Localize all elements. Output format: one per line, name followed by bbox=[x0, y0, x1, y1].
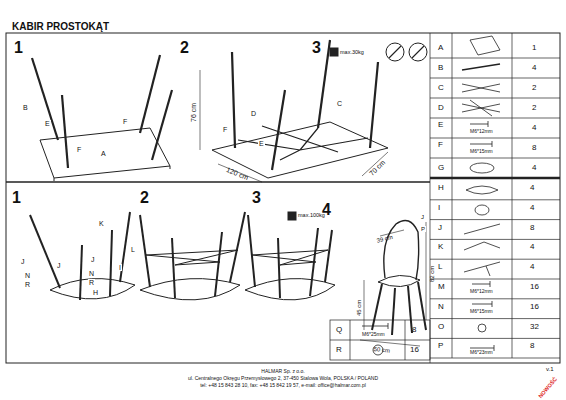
table-cell: B bbox=[438, 64, 443, 72]
step-number: 3 bbox=[312, 40, 321, 56]
dimension: 45 cm bbox=[356, 300, 362, 316]
table-cell: 4 bbox=[532, 64, 536, 72]
contact: tel: +48 15 843 28 10, fax: +48 15 842 1… bbox=[200, 383, 366, 388]
part-letter: J bbox=[90, 256, 96, 263]
part-letter: I bbox=[118, 264, 122, 271]
dimension: 39 cm bbox=[376, 234, 393, 244]
table-cell: 4 bbox=[532, 124, 536, 132]
part-letter: F bbox=[122, 118, 128, 125]
new-badge: NOWOŚĆ bbox=[538, 377, 559, 400]
dimension: 76 cm bbox=[190, 103, 197, 122]
table-cell: 4 bbox=[532, 164, 536, 172]
table-cell: 4 bbox=[530, 243, 534, 251]
table-cell: 16 bbox=[410, 346, 419, 354]
load-limit: max.30kg bbox=[340, 50, 364, 56]
company-name: HALMAR Sp. z o.o. bbox=[261, 369, 304, 374]
part-letter: C bbox=[336, 100, 343, 107]
table-cell: F bbox=[438, 141, 443, 149]
table-cell: M6*23mm bbox=[470, 350, 493, 355]
part-letter: R bbox=[24, 281, 31, 288]
table-cell: M6*15mm bbox=[470, 309, 493, 314]
dimension: 70 cm bbox=[368, 159, 386, 177]
table-cell: 4 bbox=[530, 263, 534, 271]
part-letter: P bbox=[420, 226, 426, 232]
part-letter: E bbox=[44, 120, 51, 127]
part-letter: F bbox=[76, 146, 82, 153]
part-letter: N bbox=[88, 270, 95, 277]
table-cell: P bbox=[438, 342, 443, 350]
table-cell: 2 bbox=[532, 104, 536, 112]
step-number: 2 bbox=[140, 190, 149, 206]
step-number: 1 bbox=[14, 40, 23, 56]
part-letter: A bbox=[100, 150, 107, 157]
address: ul. Centralnego Okręgu Przemysłowego 2, … bbox=[188, 376, 378, 381]
table-cell: 4 bbox=[530, 184, 534, 192]
table-cell: 8 bbox=[530, 342, 534, 350]
table-cell: H bbox=[438, 184, 444, 192]
part-letter: J bbox=[56, 262, 62, 269]
part-letter: L bbox=[130, 246, 136, 253]
table-cell: 16 bbox=[530, 303, 539, 311]
table-cell: A bbox=[438, 44, 443, 52]
table-cell: Q bbox=[336, 326, 342, 334]
part-letter: H bbox=[92, 289, 99, 296]
part-letter: R bbox=[88, 279, 95, 286]
table-cell: J bbox=[438, 224, 442, 232]
dimension: 82 cm bbox=[429, 266, 435, 282]
table-cell: 16 bbox=[530, 283, 539, 291]
table-cell: M6*12mm bbox=[470, 289, 493, 294]
table-cell: I bbox=[438, 204, 440, 212]
table-cell: M6*12mm bbox=[470, 129, 493, 134]
step-number: 1 bbox=[12, 190, 21, 206]
table-cell: D bbox=[438, 104, 444, 112]
part-letter: J bbox=[20, 258, 26, 265]
step-number: 2 bbox=[180, 40, 189, 56]
sheet-title: KABIR PROSTOKĄT bbox=[12, 22, 109, 32]
table-cell: 1 bbox=[532, 44, 536, 52]
part-letter: B bbox=[22, 104, 29, 111]
version: v.1 bbox=[546, 366, 554, 372]
dimension: 120 cm bbox=[225, 166, 249, 181]
table-cell: C bbox=[438, 84, 444, 92]
table-cell: M6*15mm bbox=[470, 149, 493, 154]
table-cell: 8 bbox=[412, 326, 416, 334]
table-cell: E bbox=[438, 121, 443, 129]
table-cell: N bbox=[438, 303, 444, 311]
part-letter: F bbox=[222, 126, 228, 133]
table-cell: 32 bbox=[530, 323, 539, 331]
table-cell: L bbox=[438, 263, 442, 271]
table-cell: M bbox=[438, 283, 445, 291]
table-cell: G bbox=[438, 164, 444, 172]
part-letter: E bbox=[258, 140, 265, 147]
step-number: 3 bbox=[252, 190, 261, 206]
part-letter: K bbox=[98, 220, 105, 227]
part-letter: D bbox=[250, 110, 257, 117]
table-cell: 4 bbox=[530, 204, 534, 212]
table-cell: 8 bbox=[532, 144, 536, 152]
load-limit: max.100kg bbox=[298, 213, 325, 219]
table-cell: 8 bbox=[530, 224, 534, 232]
dimension: 50 cm bbox=[373, 346, 390, 354]
table-cell: 2 bbox=[532, 84, 536, 92]
table-cell: M6*25mm bbox=[362, 332, 385, 337]
part-letter: N bbox=[24, 272, 31, 279]
table-cell: R bbox=[336, 346, 342, 354]
table-cell: O bbox=[438, 323, 444, 331]
table-cell: K bbox=[438, 243, 443, 251]
part-letter: J bbox=[420, 214, 425, 220]
